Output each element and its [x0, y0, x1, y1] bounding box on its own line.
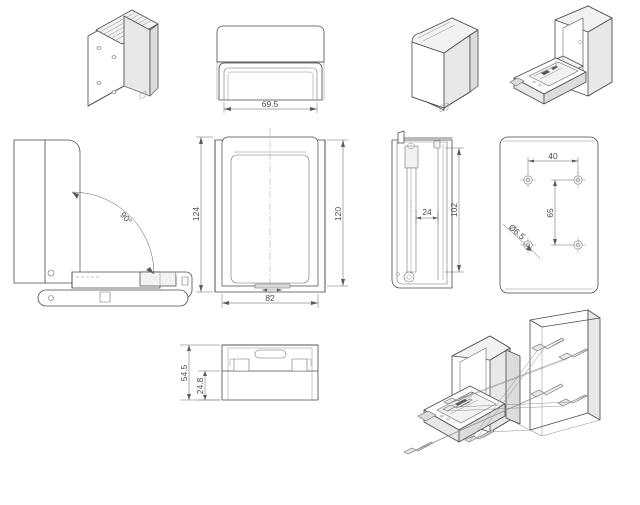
dim-69-5: 69.5 — [223, 99, 318, 113]
dim-90-degree: 90° — [71, 191, 155, 275]
dim-124: 124 — [191, 136, 213, 293]
dim-label-69-5: 69.5 — [262, 99, 279, 109]
view-side-open: 90° — [13, 139, 193, 307]
screw-4 — [403, 441, 434, 455]
dim-label-90-degree: 90° — [118, 210, 134, 226]
view-iso-open — [509, 5, 613, 105]
dim-82: 82 — [221, 293, 319, 308]
dim-120: 120 — [327, 139, 348, 287]
view-side-section: 24 102 — [391, 130, 464, 289]
dim-24: 24 — [415, 207, 439, 222]
dim-label-65: 65 — [545, 208, 555, 218]
view-exploded — [403, 309, 601, 455]
mount-hole-bottom-right — [570, 237, 586, 253]
view-front: 124 120 82 — [191, 128, 348, 308]
dim-65: 65 — [545, 179, 572, 246]
mount-hole-top-left — [520, 172, 536, 188]
dim-label-24: 24 — [422, 207, 432, 217]
dim-24-8: 24.8 — [195, 370, 220, 401]
dim-label-120: 120 — [333, 207, 343, 221]
view-bottom: 54.5 24.8 — [179, 344, 319, 401]
dim-40: 40 — [527, 151, 579, 174]
dim-label-124: 124 — [191, 207, 201, 221]
dim-102: 102 — [445, 147, 464, 273]
dim-label-54-5: 54.5 — [179, 364, 189, 381]
view-iso-rear — [87, 9, 159, 107]
view-back-plate: 40 65 Ø6.5 — [499, 136, 599, 294]
dim-label-102: 102 — [449, 203, 459, 217]
mount-hole-top-right — [570, 172, 586, 188]
view-iso-closed — [411, 17, 479, 113]
view-top: 69.5 — [216, 25, 325, 113]
dim-label-40: 40 — [548, 151, 558, 161]
dim-label-24-8: 24.8 — [195, 377, 205, 394]
dim-label-82: 82 — [265, 293, 275, 303]
